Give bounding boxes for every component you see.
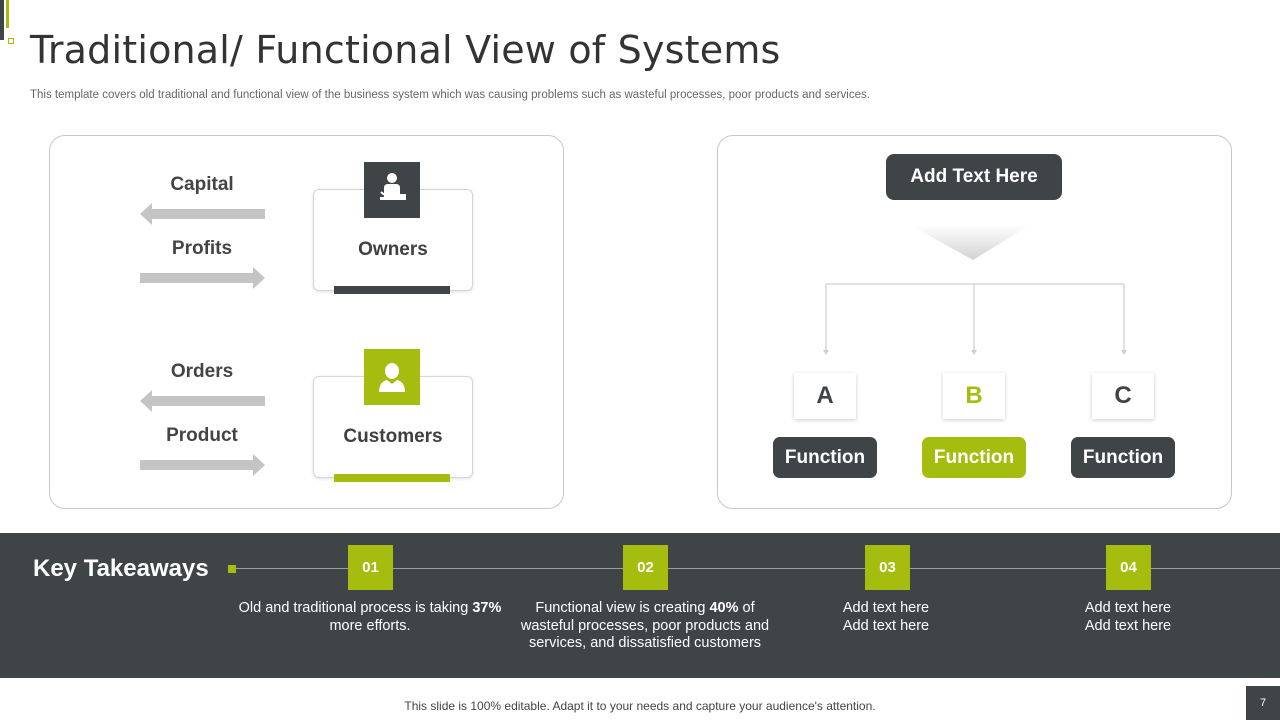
stakeholder-flow-panel [49, 135, 564, 509]
timeline-start-marker [228, 565, 236, 573]
customers-label: Customers [343, 426, 443, 447]
function-c-box: Function [1071, 437, 1175, 478]
corner-accent-bar [0, 0, 4, 40]
page-number: 7 [1246, 686, 1280, 720]
takeaway-text-02: Functional view is creating 40% of waste… [520, 600, 770, 651]
takeaway-text-01: Old and traditional process is taking 37… [238, 600, 502, 634]
owners-label: Owners [358, 239, 428, 260]
hierarchy-connectors [823, 225, 1127, 355]
person-with-laptop-icon [364, 162, 420, 218]
customers-underline [334, 474, 450, 482]
owners-underline [334, 286, 450, 294]
function-a-box: Function [773, 437, 877, 478]
takeaway-text-04: Add text here Add text here [1084, 600, 1172, 634]
flow-label-orders: Orders [170, 361, 234, 382]
takeaway-number-02: 02 [623, 545, 668, 590]
takeaway-number-04: 04 [1106, 545, 1151, 590]
takeaway-number-01: 01 [348, 545, 393, 590]
flow-label-profits: Profits [171, 238, 233, 259]
function-b-box: Function [922, 437, 1026, 478]
function-letter-a: A [794, 373, 856, 419]
arrow-right-icon [140, 267, 265, 289]
corner-accent-square [8, 38, 14, 44]
takeaway-text-03: Add text here Add text here [842, 600, 930, 634]
corner-accent-bar-green [6, 0, 9, 28]
slide-subtitle: This template covers old traditional and… [30, 89, 870, 101]
slide-title: Traditional/ Functional View of Systems [30, 28, 781, 72]
takeaway-number-03: 03 [865, 545, 910, 590]
timeline-line [232, 568, 1280, 569]
hierarchy-header: Add Text Here [886, 154, 1062, 200]
arrow-left-icon [140, 390, 265, 412]
arrow-left-icon [140, 203, 265, 225]
key-takeaways-title: Key Takeaways [33, 555, 209, 582]
flow-label-capital: Capital [170, 174, 234, 195]
slide-footer-note: This slide is 100% editable. Adapt it to… [404, 699, 876, 713]
flow-label-product: Product [166, 425, 238, 446]
function-letter-c: C [1092, 373, 1154, 419]
arrow-right-icon [140, 454, 265, 476]
user-icon [364, 349, 420, 405]
function-letter-b: B [943, 373, 1005, 419]
